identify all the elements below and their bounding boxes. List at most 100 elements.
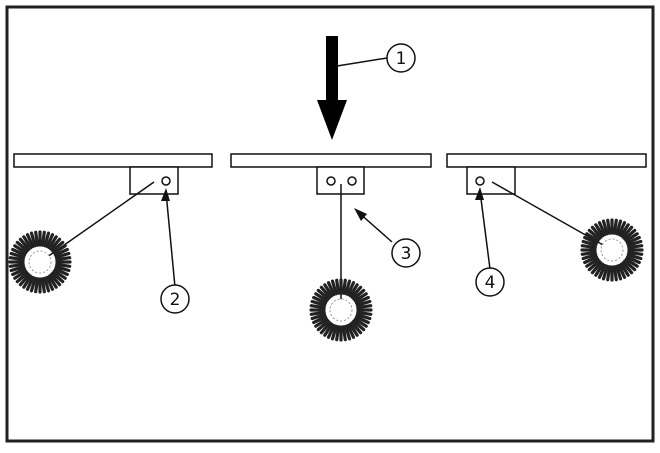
brush-bristle (344, 324, 352, 341)
brush-bristle (316, 288, 330, 301)
brush-bristle (40, 230, 46, 247)
bar-left (13, 153, 213, 168)
brush-bristle (55, 262, 72, 268)
brush-bristle (601, 264, 609, 281)
callout-4: 4 (475, 267, 505, 297)
bar-right (446, 153, 647, 168)
brush-bristle (353, 292, 368, 303)
brush-bristle (335, 278, 341, 295)
brush-bristle (350, 321, 363, 335)
brush-bristle (18, 237, 31, 251)
brush-center (309, 278, 373, 342)
callout-1: 1 (386, 43, 416, 73)
brush-bristle (619, 223, 630, 238)
brush-bristle (356, 304, 373, 310)
callout-3-label: 3 (401, 244, 412, 264)
brush-bristle (587, 259, 601, 272)
brush-bristle (22, 274, 33, 289)
callout-4-label: 4 (485, 273, 496, 293)
brush-bristle (624, 257, 639, 268)
brush-bristle (354, 315, 370, 325)
brush-bristle (8, 262, 25, 268)
brush-left (8, 230, 72, 294)
brush-bristle (34, 277, 40, 294)
brush-bristle (53, 267, 69, 277)
brush-right (580, 218, 644, 282)
brush-bristle (627, 244, 644, 250)
brush-bristle (319, 321, 332, 335)
brush-bristle (18, 273, 31, 287)
callout-2: 2 (160, 284, 190, 314)
brush-bristle (47, 274, 58, 289)
brush-bristle (316, 319, 330, 332)
brush-bristle (323, 283, 334, 298)
brush-bristle (45, 233, 55, 249)
brush-bristle (626, 253, 643, 261)
brush-bristle (615, 264, 623, 281)
brush-bristle (326, 281, 336, 297)
brush-bristle (601, 219, 609, 236)
brush-bristle (29, 231, 37, 248)
brush-bristle (15, 271, 29, 284)
brush-bristle (314, 292, 329, 303)
brush-bristle (309, 304, 326, 310)
brush-bristle (348, 283, 359, 298)
brush-bristle (354, 295, 370, 305)
bar-center (230, 153, 432, 168)
brush-bristle (352, 319, 366, 332)
brush-bristle (626, 239, 643, 247)
leader-2 (161, 188, 176, 288)
pivot-hole-center-left (326, 176, 336, 186)
brush-bristle (581, 239, 598, 247)
brush-bristle (356, 310, 373, 316)
brush-bristle (344, 279, 352, 296)
leader-3 (354, 208, 393, 243)
leader-1 (336, 57, 388, 67)
brush-bristle (583, 235, 599, 245)
pivot-hole-left-right (161, 176, 171, 186)
brush-bristle (51, 271, 65, 284)
brush-bristle (319, 285, 332, 299)
brush-bristle (580, 244, 597, 250)
brush-bristle (625, 235, 641, 245)
brush-bristle (330, 324, 338, 341)
brush-bristle (355, 313, 372, 321)
bracket-right (466, 166, 516, 195)
brush-bristle (53, 247, 69, 257)
brush-bristle (585, 257, 600, 268)
pivot-hole-center-right (347, 176, 357, 186)
brush-bristle (341, 278, 347, 295)
brush-bristle (612, 265, 618, 282)
brush-bristle (310, 313, 327, 321)
brush-bristle (619, 262, 630, 277)
brush-bristle (312, 295, 328, 305)
brush-bristle (13, 244, 28, 255)
brush-bristle (346, 281, 356, 297)
brush-bristle (585, 232, 600, 243)
down-arrow (317, 36, 347, 140)
brush-bristle (47, 235, 58, 250)
brush-bristle (587, 228, 601, 241)
brush-bristle (615, 219, 623, 236)
brush-bristle (580, 250, 597, 256)
brush-bristle (590, 225, 603, 239)
brush-bristle (309, 310, 326, 316)
brush-bristle (623, 228, 637, 241)
brush-bristle (326, 323, 336, 339)
brush-bristle (49, 237, 62, 251)
brush-bristle (25, 233, 35, 249)
brush-bristle (52, 244, 67, 255)
brush-bristle (597, 263, 607, 279)
bracket-left (129, 166, 179, 195)
callout-3: 3 (391, 238, 421, 268)
brush-bristle (52, 269, 67, 280)
brush-hub (600, 238, 624, 262)
brush-bristle (13, 269, 28, 280)
brush-bristle (348, 322, 359, 337)
brush-bristle (15, 240, 29, 253)
brush-bristle (310, 299, 327, 307)
brush-bristle (34, 230, 40, 247)
callout-2-label: 2 (170, 290, 181, 310)
